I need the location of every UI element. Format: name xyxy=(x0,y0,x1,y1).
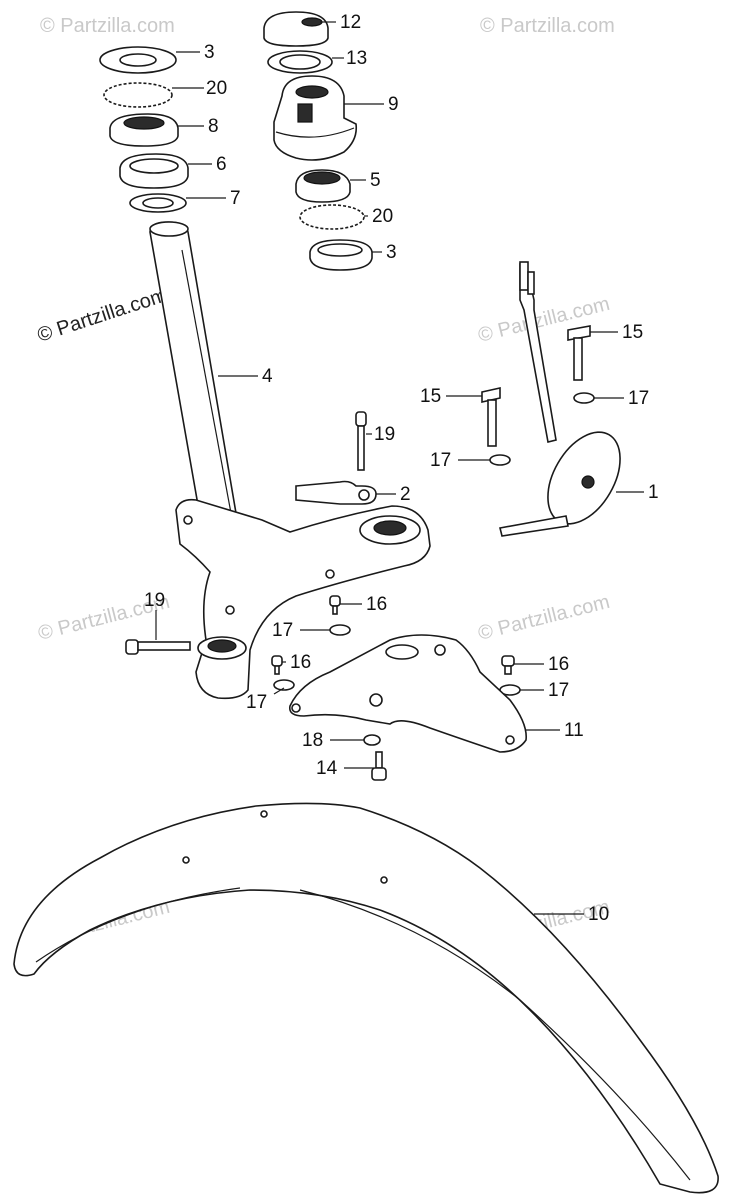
callout-1: 1 xyxy=(648,482,659,503)
callout-7: 7 xyxy=(230,188,241,209)
front-fender xyxy=(13,802,719,1194)
callout-14: 14 xyxy=(316,758,338,779)
steering-stem xyxy=(149,221,245,563)
screw-16-center xyxy=(329,595,341,615)
callout-15-right: 15 xyxy=(622,322,643,343)
callout-17-mid: 17 xyxy=(430,450,451,471)
leader-lines xyxy=(155,21,644,915)
top-bridge-nut xyxy=(273,75,358,161)
watermark: © Partzilla.com xyxy=(476,591,612,645)
race-bottom-right xyxy=(309,239,373,271)
washer-18 xyxy=(363,734,381,746)
watermark: © Partzilla.com xyxy=(35,284,170,347)
steel-balls-top xyxy=(103,82,173,108)
watermark: © Partzilla.com xyxy=(476,293,612,347)
callout-16-left: 16 xyxy=(290,652,311,673)
callout-18: 18 xyxy=(302,730,323,751)
screw-16-right xyxy=(501,655,515,675)
lower-bracket xyxy=(175,498,431,700)
callout-17-right: 17 xyxy=(548,680,569,701)
callout-12: 12 xyxy=(340,12,361,33)
washer-13 xyxy=(267,50,333,74)
bolt-14 xyxy=(371,751,387,781)
callout-17-center: 17 xyxy=(272,620,293,641)
washer-17-center xyxy=(329,624,351,636)
callout-3-top-left: 3 xyxy=(204,42,215,63)
callout-10: 10 xyxy=(588,904,609,925)
callout-11: 11 xyxy=(564,720,584,741)
washer-17-mid xyxy=(489,454,511,466)
callout-9: 9 xyxy=(388,94,399,115)
callout-4: 4 xyxy=(262,366,273,387)
callout-16-right: 16 xyxy=(548,654,569,675)
callout-16-center: 16 xyxy=(366,594,387,615)
cap xyxy=(263,11,329,47)
cone-race xyxy=(109,113,179,147)
bolt-19-upper xyxy=(355,411,367,471)
callout-17-right-top: 17 xyxy=(628,388,649,409)
bearing-race xyxy=(295,169,351,203)
callout-13: 13 xyxy=(346,48,367,69)
callout-20-top: 20 xyxy=(206,78,227,99)
horn xyxy=(499,261,621,537)
race-top-left xyxy=(99,46,177,74)
clamp xyxy=(295,480,377,505)
washer-17-left xyxy=(273,679,295,691)
screw-16-left xyxy=(271,655,283,675)
callout-19-lower: 19 xyxy=(144,590,165,611)
washer-17-right-top xyxy=(573,392,595,404)
watermark: © Partzilla.com xyxy=(40,15,175,37)
bolt-15-left xyxy=(481,387,501,447)
callout-20-bottom: 20 xyxy=(372,206,393,227)
fender-bracket xyxy=(288,634,527,753)
callout-17-left: 17 xyxy=(246,692,267,713)
callout-3-bottom: 3 xyxy=(386,242,397,263)
callout-6: 6 xyxy=(216,154,227,175)
steel-balls-bottom xyxy=(299,204,365,230)
callout-labels: 3 20 8 6 7 12 13 9 5 20 3 4 15 17 15 19 … xyxy=(144,12,659,925)
washer-7 xyxy=(129,193,187,213)
callout-15-left: 15 xyxy=(420,386,441,407)
watermark: © Partzilla.com xyxy=(480,15,615,37)
callout-19-upper: 19 xyxy=(374,424,395,445)
bolt-19-lower xyxy=(125,639,191,655)
dust-seal xyxy=(119,153,189,189)
callout-5: 5 xyxy=(370,170,381,191)
bolt-15-right xyxy=(567,325,591,381)
callout-2: 2 xyxy=(400,484,411,505)
callout-8: 8 xyxy=(208,116,219,137)
